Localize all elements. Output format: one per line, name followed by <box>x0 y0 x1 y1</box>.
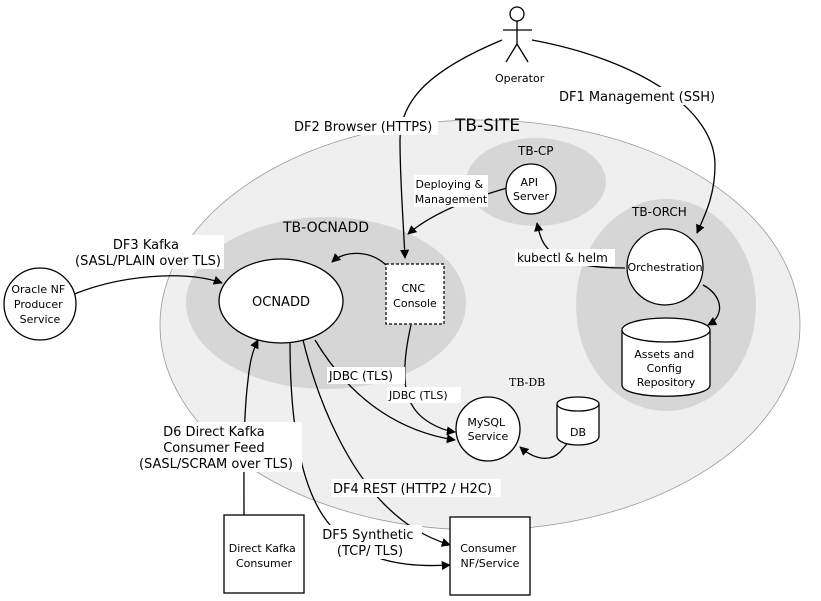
db-label: DB <box>570 426 586 439</box>
deploying-label: Deploying & Management <box>415 178 488 206</box>
operator-actor-icon <box>503 6 532 63</box>
api-server-label: API Server <box>513 176 550 203</box>
oracle-nf-node[interactable] <box>3 267 77 341</box>
d6-label: D6 Direct Kafka Consumer Feed (SASL/SCRA… <box>139 425 293 472</box>
df2-label: DF2 Browser (HTTPS) <box>294 120 432 135</box>
operator-label: Operator <box>495 72 545 85</box>
db-node[interactable] <box>556 396 600 446</box>
cnc-console-label: CNC Console <box>393 282 437 310</box>
df5-flow-edge <box>289 341 451 571</box>
jdbc-cnc-edge <box>404 324 456 436</box>
tb-orch-label: TB-ORCH <box>631 205 687 219</box>
kubectl-label: kubectl & helm <box>517 251 608 265</box>
orch-to-assets-edge <box>702 284 721 326</box>
mysql-service-node[interactable] <box>455 396 521 462</box>
orchestration-node[interactable] <box>626 228 704 306</box>
ocnadd-label: OCNADD <box>252 295 310 310</box>
direct-kafka-consumer-node[interactable] <box>223 514 305 594</box>
cnc-to-ocnadd-edge <box>331 252 387 266</box>
df4-label: DF4 REST (HTTP2 / H2C) <box>333 482 492 497</box>
df1-label: DF1 Management (SSH) <box>559 90 715 105</box>
df3-label: DF3 Kafka (SASL/PLAIN over TLS) <box>75 238 221 269</box>
tb-db-label: TB-DB <box>509 376 545 389</box>
ocnadd-node[interactable] <box>218 258 344 344</box>
consumer-nf-node[interactable] <box>449 516 531 596</box>
jdbc-ocnadd-label: JDBC (TLS) <box>328 369 393 383</box>
df2-flow-edge <box>399 39 503 259</box>
tb-ocnadd-label: TB-OCNADD <box>282 220 369 236</box>
assets-repo-label: Assets and Config Repository <box>634 348 698 389</box>
consumer-nf-label: Consumer NF/Service <box>460 542 520 570</box>
tb-site-label: TB-SITE <box>454 116 520 136</box>
jdbc-ocnadd-edge <box>314 339 456 444</box>
d6-flow-edge <box>243 339 259 516</box>
oracle-nf-label: Oracle NF Producer Service <box>11 283 68 326</box>
df1-flow-edge <box>531 39 716 234</box>
jdbc-cnc-label: JDBC (TLS) <box>388 389 448 402</box>
tb-cp-label: TB-CP <box>517 144 554 158</box>
orchestration-label: Orchestration <box>627 261 702 274</box>
df3-flow-edge <box>71 275 223 296</box>
df5-label: DF5 Synthetic (TCP/ TLS) <box>322 528 417 559</box>
kubectl-flow-edge <box>534 222 626 269</box>
deploying-flow-edge <box>407 187 508 235</box>
assets-repo-node[interactable] <box>621 317 711 397</box>
cnc-console-node[interactable] <box>385 263 445 325</box>
direct-kafka-consumer-label: Direct Kafka Consumer <box>229 542 299 570</box>
api-server-node[interactable] <box>505 163 557 215</box>
mysql-service-label: MySQL Service <box>467 416 508 443</box>
